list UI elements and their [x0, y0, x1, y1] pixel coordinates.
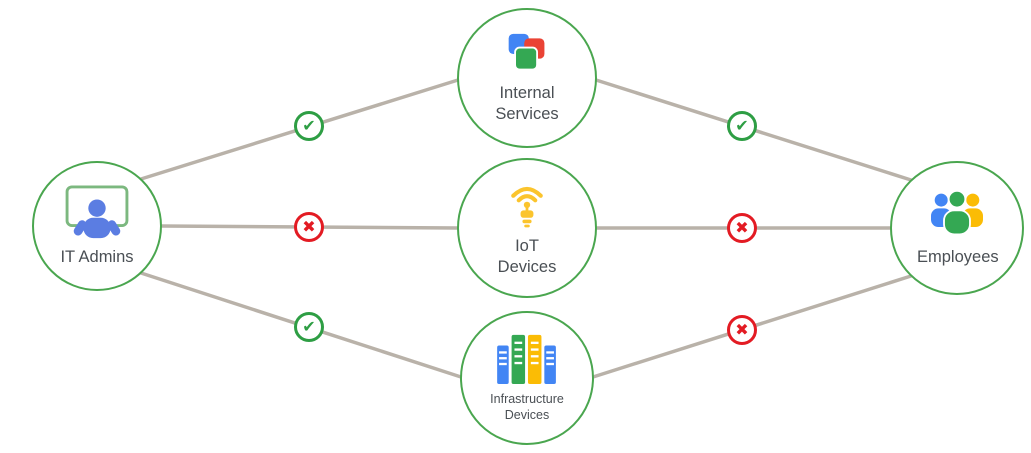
- badge-it-admins-iot-devices-blocked: ✖: [294, 212, 324, 242]
- node-employees: Employees: [890, 161, 1024, 295]
- smart-bulb-wifi-icon: [511, 187, 543, 228]
- people-group-icon: [931, 190, 983, 236]
- badge-it-admins-internal-services-allowed: ✔: [294, 111, 324, 141]
- badge-it-admins-infrastructure-devices-allowed: ✔: [294, 312, 324, 342]
- node-label-it-admins: IT Admins: [60, 248, 134, 267]
- badge-infrastructure-devices-employees-blocked: ✖: [727, 315, 757, 345]
- node-label-employees: Employees: [917, 248, 999, 267]
- admin-at-computer-icon: [65, 185, 129, 239]
- node-it-admins: IT Admins: [32, 161, 162, 291]
- node-internal-services: Internal Services: [457, 8, 597, 148]
- badge-iot-devices-employees-blocked: ✖: [727, 213, 757, 243]
- server-racks-icon: [497, 335, 556, 385]
- node-iot-devices: IoT Devices: [457, 158, 597, 298]
- node-label-internal-services: Internal Services: [495, 84, 559, 123]
- node-label-iot-devices: IoT Devices: [497, 237, 557, 276]
- node-label-infrastructure-devices: Infrastructure Devices: [490, 392, 564, 422]
- stacked-squares-icon: [508, 34, 545, 71]
- node-infrastructure-devices: Infrastructure Devices: [460, 311, 594, 445]
- badge-internal-services-employees-allowed: ✔: [727, 111, 757, 141]
